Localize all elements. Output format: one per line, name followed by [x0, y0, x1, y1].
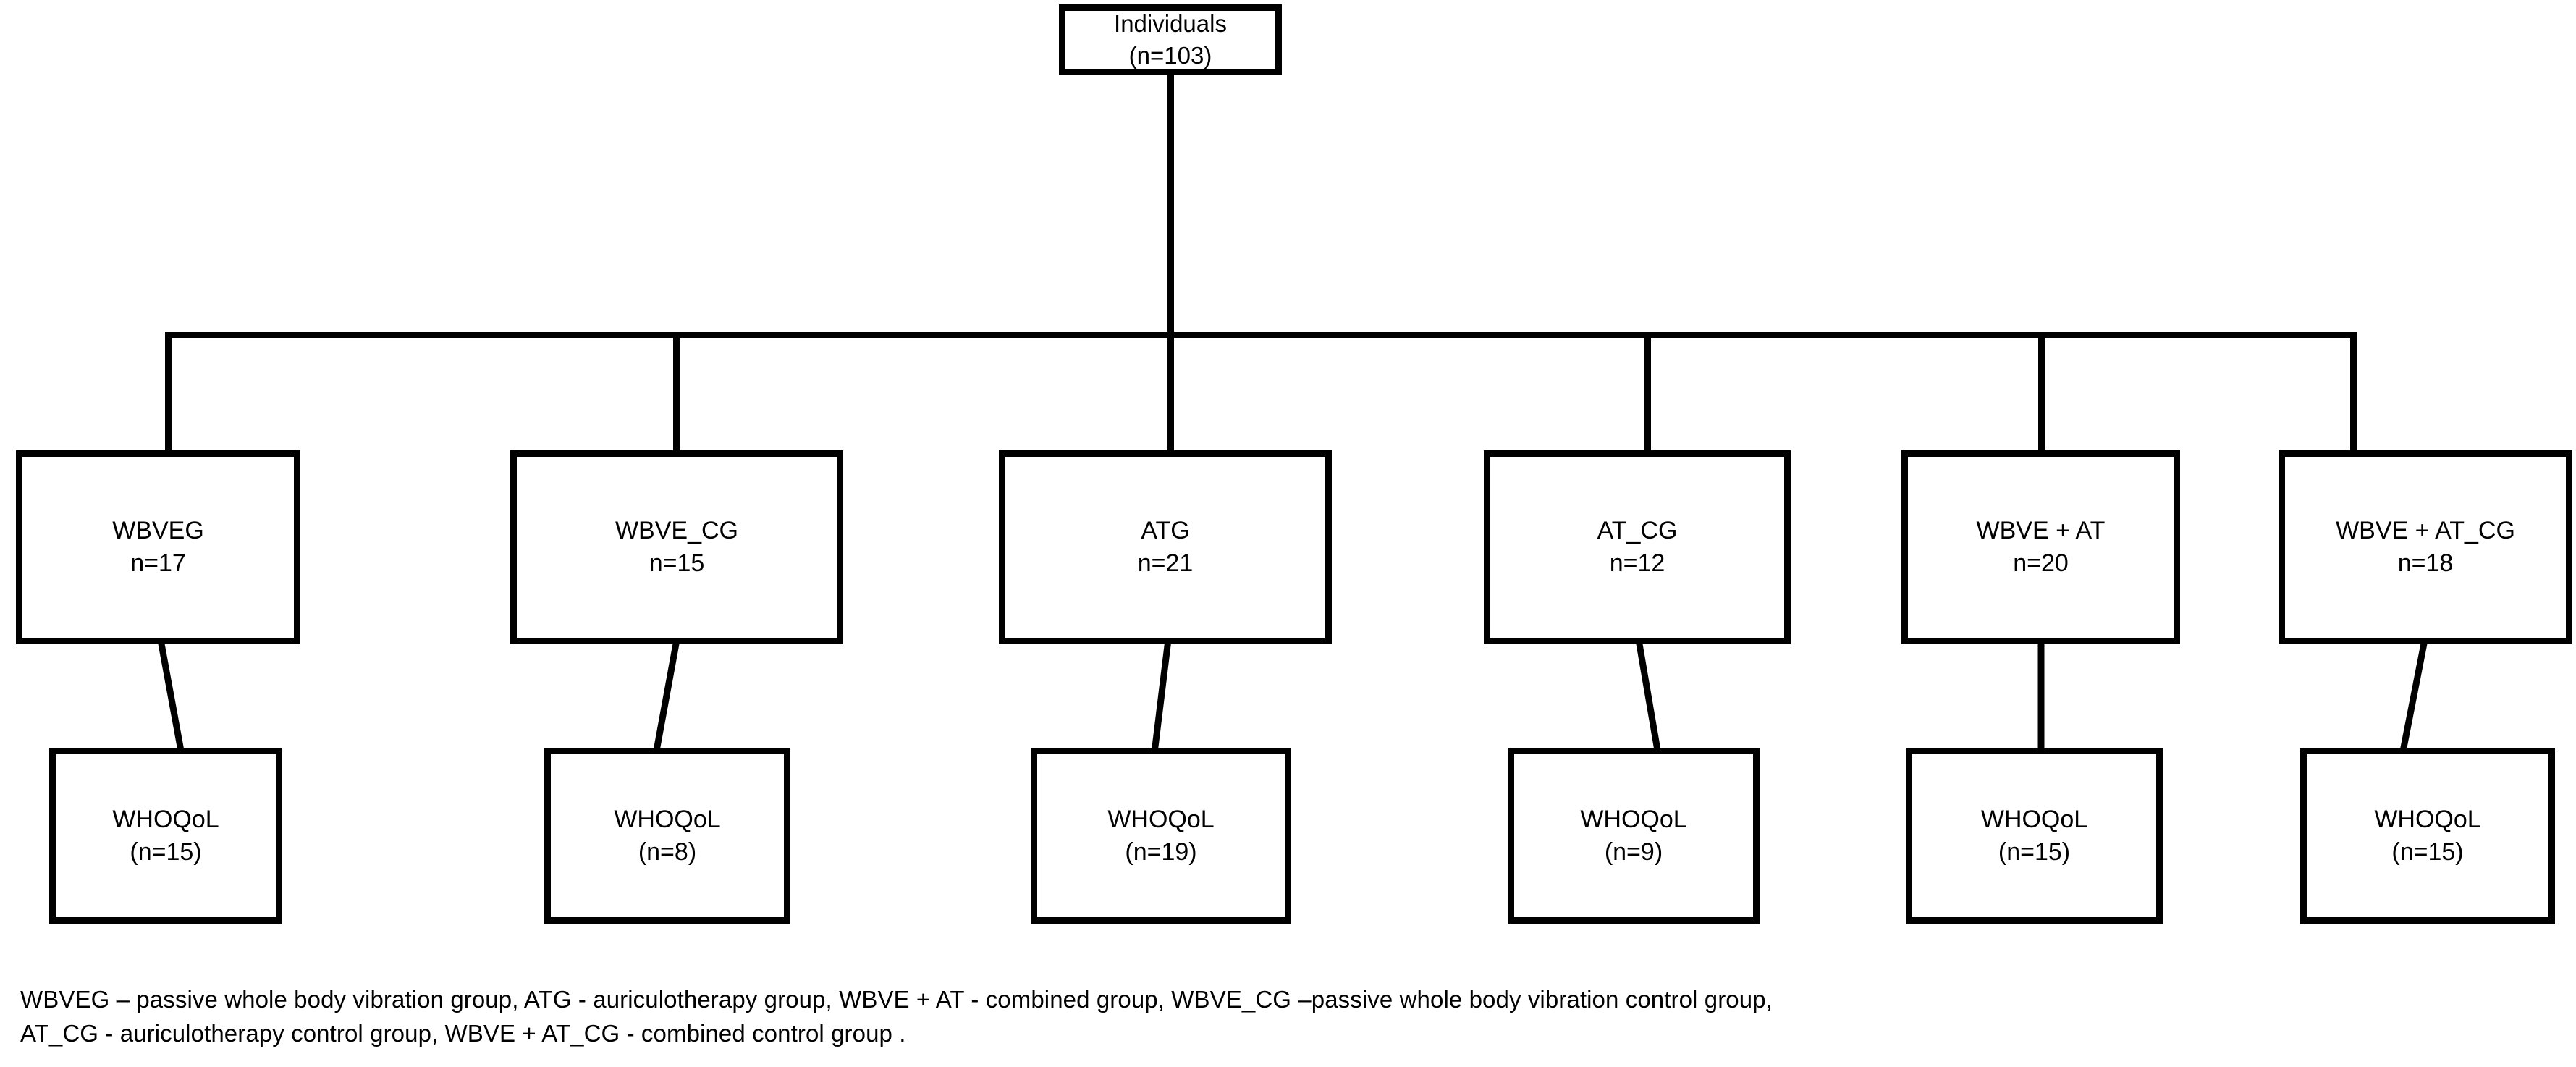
connector-wbveg-to-whoqol	[157, 639, 186, 759]
node-whoqol-wbve-at-cg: WHOQoL (n=15)	[2300, 748, 2555, 924]
connector-drop-at-cg	[1644, 332, 1651, 455]
node-whoqol-wbve-cg: WHOQoL (n=8)	[544, 748, 790, 924]
node-wbve-at-line1: WBVE + AT	[1976, 517, 2106, 545]
connector-wbve-cg-to-whoqol	[651, 639, 680, 759]
node-whoqol-wbveg-line2: (n=15)	[130, 838, 202, 866]
node-at-cg: AT_CG n=12	[1484, 450, 1791, 644]
node-wbveg-line1: WBVEG	[112, 517, 204, 545]
caption-line-2: AT_CG - auriculotherapy control group, W…	[20, 1019, 906, 1047]
node-at-cg-line1: AT_CG	[1597, 517, 1678, 545]
node-wbveg-line2: n=17	[130, 549, 186, 577]
node-whoqol-at-cg-line1: WHOQoL	[1580, 805, 1687, 833]
node-wbve-cg-line1: WBVE_CG	[615, 517, 739, 545]
connector-drop-wbve-cg	[673, 332, 680, 455]
connector-wbve-at-cg-to-whoqol	[2398, 639, 2428, 759]
node-wbve-at-cg: WBVE + AT_CG n=18	[2279, 450, 2572, 644]
connector-atg-to-whoqol	[1150, 639, 1172, 759]
connector-bus	[165, 332, 2357, 338]
node-individuals-line2: (n=103)	[1128, 42, 1212, 69]
node-whoqol-at-cg: WHOQoL (n=9)	[1508, 748, 1760, 924]
node-atg: ATG n=21	[999, 450, 1332, 644]
node-whoqol-atg-line1: WHOQoL	[1107, 805, 1215, 833]
node-wbveg: WBVEG n=17	[16, 450, 300, 644]
node-whoqol-wbveg-line1: WHOQoL	[112, 805, 219, 833]
node-wbve-at: WBVE + AT n=20	[1901, 450, 2180, 644]
caption-line-1: WBVEG – passive whole body vibration gro…	[20, 986, 1773, 1013]
connector-drop-atg	[1167, 332, 1174, 455]
node-whoqol-wbve-cg-line1: WHOQoL	[614, 805, 721, 833]
node-individuals: Individuals (n=103)	[1059, 4, 1282, 75]
node-at-cg-line2: n=12	[1609, 549, 1665, 577]
node-wbve-cg: WBVE_CG n=15	[510, 450, 843, 644]
connector-drop-wbveg	[165, 332, 172, 455]
node-wbve-at-line2: n=20	[2013, 549, 2069, 577]
node-wbve-at-cg-line1: WBVE + AT_CG	[2336, 517, 2515, 545]
node-whoqol-atg-line2: (n=19)	[1125, 838, 1197, 866]
node-whoqol-wbve-at-cg-line2: (n=15)	[2391, 838, 2464, 866]
node-whoqol-wbve-at-line2: (n=15)	[1998, 838, 2071, 866]
connector-at-cg-to-whoqol	[1635, 639, 1663, 759]
connector-drop-wbve-at-cg	[2350, 332, 2357, 455]
node-whoqol-wbve-at-cg-line1: WHOQoL	[2374, 805, 2481, 833]
node-atg-line1: ATG	[1141, 517, 1190, 545]
node-whoqol-wbve-at: WHOQoL (n=15)	[1906, 748, 2163, 924]
connector-drop-wbve-at	[2038, 332, 2045, 455]
node-whoqol-atg: WHOQoL (n=19)	[1031, 748, 1291, 924]
node-whoqol-wbve-cg-line2: (n=8)	[638, 838, 697, 866]
node-whoqol-wbve-at-line1: WHOQoL	[1980, 805, 2088, 833]
diagram-caption: WBVEG – passive whole body vibration gro…	[20, 983, 2539, 1051]
node-atg-line2: n=21	[1137, 549, 1194, 577]
connector-wbve-at-to-whoqol	[2037, 640, 2045, 759]
node-whoqol-wbveg: WHOQoL (n=15)	[49, 748, 282, 924]
node-whoqol-at-cg-line2: (n=9)	[1604, 838, 1663, 866]
node-wbve-cg-line2: n=15	[649, 549, 705, 577]
node-wbve-at-cg-line2: n=18	[2397, 549, 2454, 577]
node-individuals-line1: Individuals	[1114, 10, 1227, 38]
connector-root-stem	[1167, 72, 1174, 336]
